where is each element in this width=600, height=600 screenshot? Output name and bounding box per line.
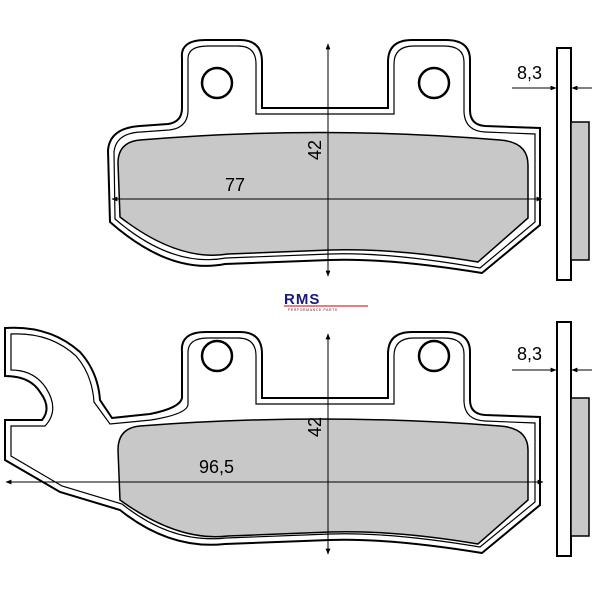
logo-tagline: PERFORMANCE PARTS xyxy=(288,308,338,312)
bottom-pad-height-label: 42 xyxy=(305,417,325,437)
top-pad-side-view: 8,3 xyxy=(512,47,592,281)
bottom-pad-side-friction xyxy=(570,397,590,537)
bottom-pad-side-backing xyxy=(556,321,572,557)
logo-text: RMS xyxy=(284,291,320,308)
rms-logo: RMS PERFORMANCE PARTS xyxy=(284,291,368,312)
top-pad-front-view: 77 42 xyxy=(106,39,543,277)
top-pad-side-backing xyxy=(556,47,572,281)
bottom-pad-thickness-label: 8,3 xyxy=(517,344,542,364)
top-pad-width-label: 77 xyxy=(225,175,245,195)
top-pad-thickness-label: 8,3 xyxy=(517,63,542,83)
top-pad-height-label: 42 xyxy=(305,140,325,160)
bottom-pad-left-mounting-hole xyxy=(200,339,234,373)
top-pad-backing-plate-inner xyxy=(113,45,536,269)
bottom-pad-front-view: 96,5 42 xyxy=(4,326,544,555)
bottom-pad-side-view: 8,3 xyxy=(512,321,592,557)
top-pad-side-friction xyxy=(570,121,590,261)
top-pad-left-mounting-hole xyxy=(200,66,234,100)
bottom-pad-right-mounting-hole xyxy=(417,339,451,373)
bottom-pad-width-label: 96,5 xyxy=(199,457,234,477)
top-pad-right-mounting-hole xyxy=(417,66,451,100)
